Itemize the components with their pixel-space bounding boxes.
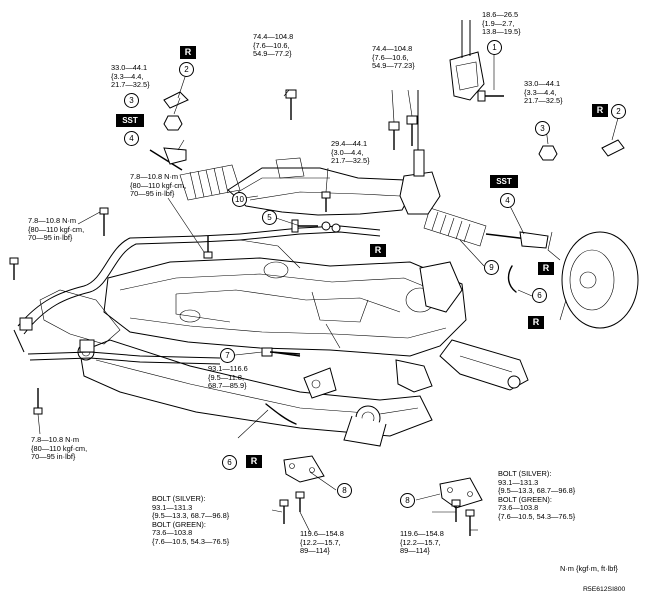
- callout-2-right: 2: [611, 104, 626, 119]
- replace-tag: R: [592, 104, 608, 117]
- callout-4-right: 4: [500, 193, 515, 208]
- callout-2-left: 2: [179, 62, 194, 77]
- callout-7: 7: [220, 348, 235, 363]
- callout-9: 9: [484, 260, 499, 275]
- figure-code: R5E612SI800: [583, 586, 626, 593]
- callout-3-right: 3: [535, 121, 550, 136]
- callout-10: 10: [232, 192, 247, 207]
- torque-hose-bracket-center: 7.8—10.8 N·m {80—110 kgf·cm, 70—95 in·lb…: [130, 172, 187, 199]
- callout-1: 1: [487, 40, 502, 55]
- torque-tie-rod-nut-right: 33.0—44.1 {3.3—4.4, 21.7—32.5}: [524, 79, 563, 106]
- torque-hose-bracket-lower: 7.8—10.8 N·m {80—110 kgf·cm, 70—95 in·lb…: [31, 435, 88, 462]
- torque-mount-bolt-left: 119.6—154.8 {12.2—15.7, 89—114}: [300, 529, 344, 556]
- callout-4-left: 4: [124, 131, 139, 146]
- sst-tag-right: SST: [490, 175, 518, 188]
- tie-rods: [149, 147, 549, 249]
- torque-tie-rod-nut-left: 33.0—44.1 {3.3—4.4, 21.7—32.5}: [111, 63, 150, 90]
- bushing-bracket: [261, 347, 337, 399]
- replace-tag: R: [538, 262, 554, 275]
- mount-bracket-right: [439, 477, 483, 509]
- torque-bolt-silver-green-right: BOLT (SILVER): 93.1—131.3 {9.5—13.3, 68.…: [498, 469, 576, 521]
- torque-bolt-silver-green-left: BOLT (SILVER): 93.1—131.3 {9.5—13.3, 68.…: [152, 494, 230, 546]
- torque-clamp-bolt: 29.4—44.1 {3.0—4.4, 21.7—32.5}: [331, 139, 370, 166]
- torque-shaft-bolt: 18.6—26.5 {1.9—2.7, 13.8—19.5}: [482, 10, 521, 37]
- callout-6-right: 6: [532, 288, 547, 303]
- torque-gear-bolt-left: 74.4—104.8 {7.6—10.6, 54.9—77.2}: [253, 32, 294, 59]
- stabilizer-bar: [13, 233, 241, 365]
- lower-subframe: [39, 261, 529, 447]
- callout-6-left: 6: [222, 455, 237, 470]
- callout-5: 5: [262, 210, 277, 225]
- steering-shaft-joint: [449, 20, 485, 101]
- replace-tag: R: [180, 46, 196, 59]
- callout-3-left: 3: [124, 93, 139, 108]
- steering-knuckle: [547, 231, 639, 329]
- bolts: [9, 89, 625, 536]
- power-steering-hoses: [239, 225, 517, 425]
- replace-tag: R: [528, 316, 544, 329]
- units-legend: N·m {kgf·m, ft·lbf}: [560, 564, 618, 573]
- mount-bracket-left: [283, 455, 325, 483]
- sst-tag-left: SST: [116, 114, 144, 127]
- leader-lines: [37, 52, 619, 533]
- replace-tag: R: [370, 244, 386, 257]
- steering-gear-housing: [179, 90, 487, 247]
- torque-bracket-bolt: 93.1—116.6 {9.5—11.8, 68.7—85.9}: [208, 364, 248, 391]
- callout-8-left: 8: [337, 483, 352, 498]
- torque-hose-bracket-left: 7.8—10.8 N·m {80—110 kgf·cm, 70—95 in·lb…: [28, 216, 85, 243]
- callout-8-right: 8: [400, 493, 415, 508]
- replace-tag: R: [246, 455, 262, 468]
- torque-gear-bolt-right: 74.4—104.8 {7.6—10.6, 54.9—77.23}: [372, 44, 415, 71]
- front-crossmember: [103, 239, 467, 357]
- torque-mount-bolt-right: 119.6—154.8 {12.2—15.7, 89—114}: [400, 529, 444, 556]
